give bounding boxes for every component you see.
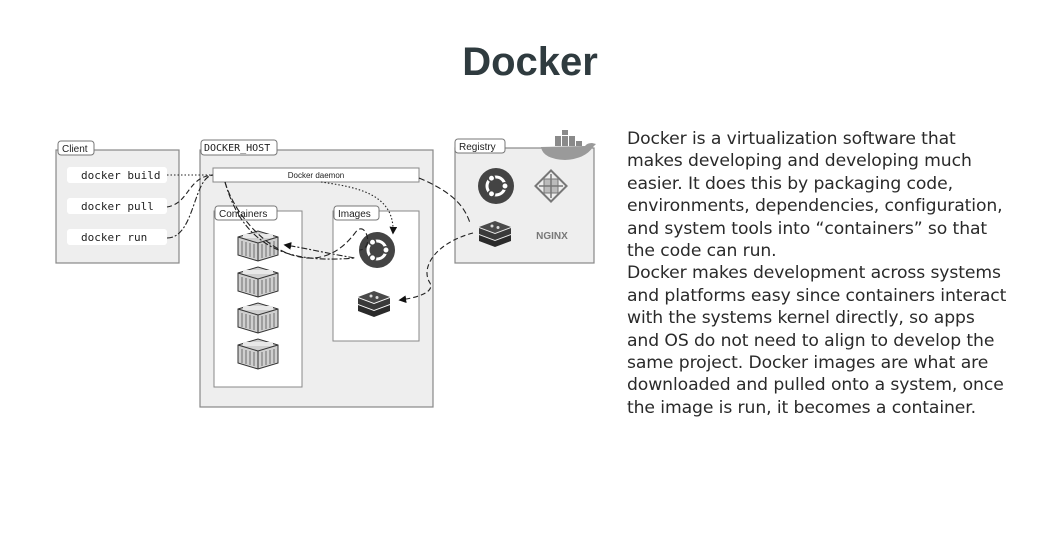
nginx-logo: NGINX bbox=[536, 231, 568, 242]
docker-host-box: DOCKER_HOST Docker daemon Containers Ima… bbox=[199, 139, 434, 408]
docker-architecture-diagram: Client docker build docker pull docker r… bbox=[55, 123, 600, 415]
docker-host-label: DOCKER_HOST bbox=[204, 143, 270, 154]
description-paragraph: Docker is a virtualization software that… bbox=[627, 129, 1003, 262]
registry-label: Registry bbox=[459, 142, 496, 153]
containers-label: Containers bbox=[219, 209, 267, 220]
docker-pull-command: docker pull bbox=[81, 200, 154, 213]
docker-whale-icon bbox=[541, 130, 596, 160]
ubuntu-icon bbox=[476, 166, 516, 206]
container-icon bbox=[237, 230, 279, 262]
registry-box: Registry NGINX bbox=[454, 130, 596, 264]
centos-icon bbox=[534, 169, 568, 203]
container-icon bbox=[237, 302, 279, 334]
docker-daemon-label: Docker daemon bbox=[288, 171, 344, 180]
diagram-svg: Client docker build docker pull docker r… bbox=[55, 130, 596, 408]
container-icon bbox=[237, 338, 279, 370]
docker-build-command: docker build bbox=[81, 169, 160, 182]
description-text: Docker is a virtualization software that… bbox=[627, 128, 1007, 419]
description-paragraph: Docker makes development across systems … bbox=[627, 263, 1007, 418]
client-label: Client bbox=[62, 144, 88, 155]
images-label: Images bbox=[338, 209, 371, 220]
slide-title: Docker bbox=[462, 40, 598, 84]
client-box: Client docker build docker pull docker r… bbox=[55, 140, 180, 264]
ubuntu-icon bbox=[357, 230, 397, 270]
diagram-connectors bbox=[166, 174, 474, 304]
container-icon bbox=[237, 266, 279, 298]
docker-run-command: docker run bbox=[81, 231, 147, 244]
